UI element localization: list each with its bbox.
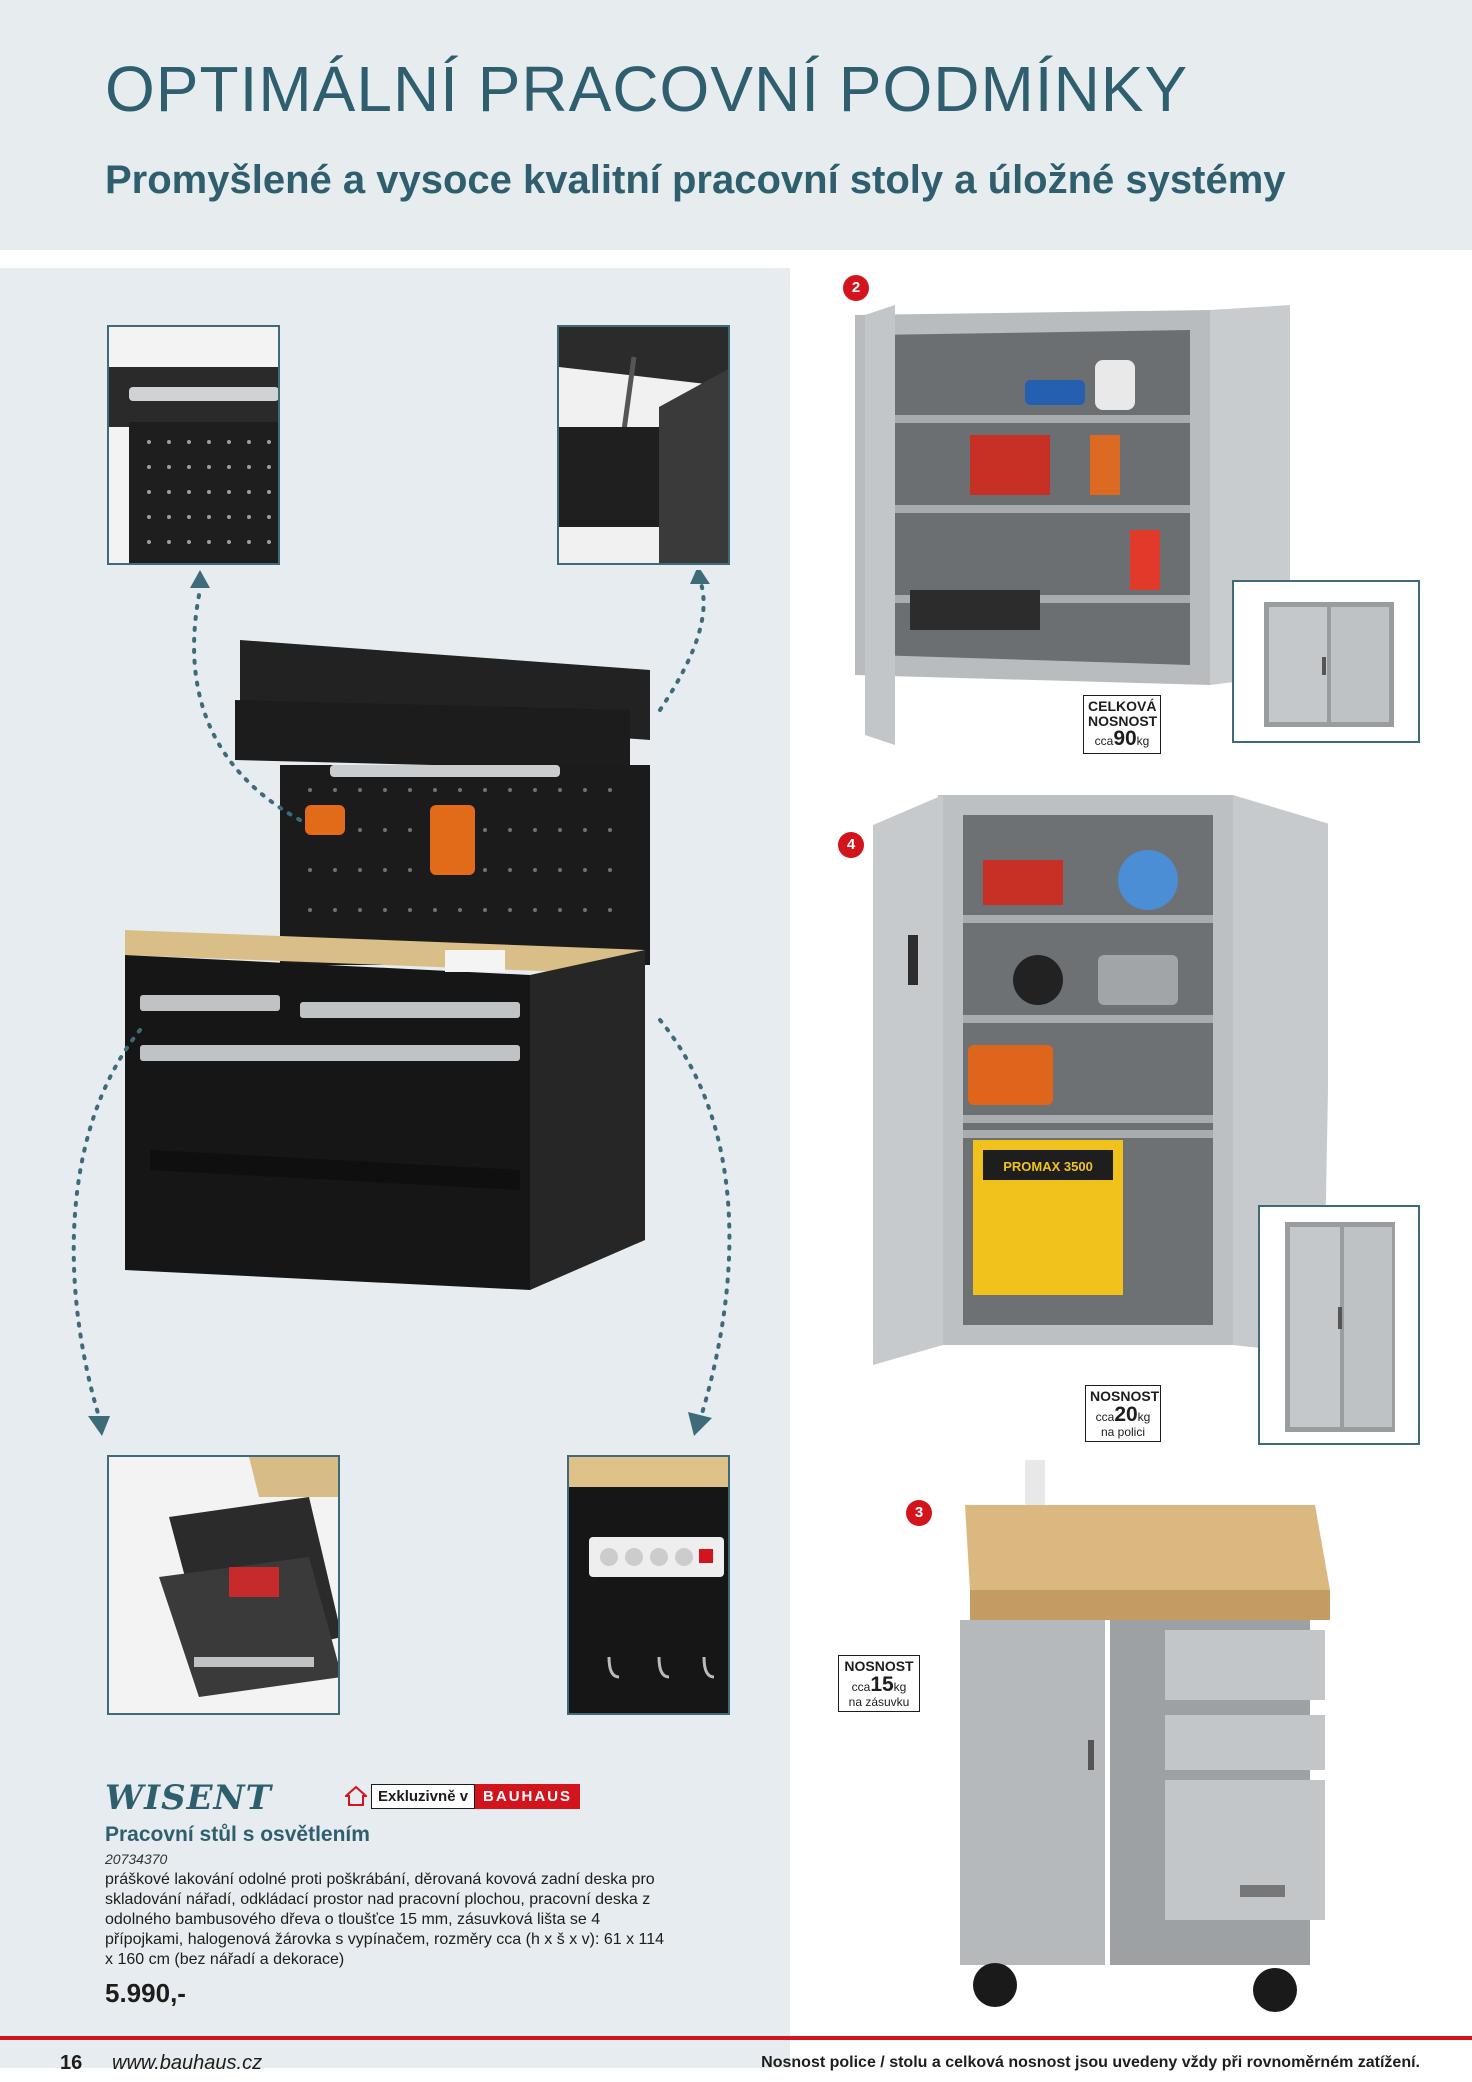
brand-row: WISENT Exkluzivně v BAUHAUS <box>105 1778 625 1818</box>
load-unit: kg <box>893 1679 907 1694</box>
load-label-cabinet-4: NOSNOST cca20kg na polici <box>1085 1385 1161 1443</box>
page-number: 16 <box>60 2052 83 2074</box>
load-prefix: cca <box>851 1679 871 1694</box>
load-label-cart-3: NOSNOST cca15kg na zásuvku <box>838 1655 920 1713</box>
footer-note: Nosnost police / stolu a celková nosnost… <box>761 2054 1420 2071</box>
load-suffix: na zásuvku <box>848 1694 910 1709</box>
exclusive-text: Exkluzivně v <box>371 1783 476 1809</box>
footer-divider <box>0 2036 1472 2040</box>
product-description: práškové lakování odolné proti poškrábán… <box>105 1871 665 1968</box>
load-prefix: cca <box>1095 1409 1115 1424</box>
generator-label: PROMAX 3500 <box>1003 1159 1093 1174</box>
load-value: 20 <box>1114 1402 1138 1426</box>
cabinet-4-photo: PROMAX 3500 <box>868 785 1333 1405</box>
page-title: OPTIMÁLNÍ PRACOVNÍ PODMÍNKY <box>105 53 1189 125</box>
detail-photo-storage-lid <box>557 325 730 565</box>
load-line2: NOSNOST <box>1088 712 1158 729</box>
detail-photo-power-strip <box>567 1455 730 1715</box>
bauhaus-logo: BAUHAUS <box>475 1783 581 1809</box>
product-badge-4: 4 <box>838 832 864 858</box>
load-line1: NOSNOST <box>844 1658 914 1674</box>
wisent-logo: WISENT <box>105 1778 272 1818</box>
product-code: 20734370 <box>105 1851 168 1867</box>
load-line1: NOSNOST <box>1090 1388 1160 1404</box>
detail-photo-drawers <box>107 1455 340 1715</box>
product-badge-3: 3 <box>906 1500 932 1526</box>
page-subtitle: Promyšlené a vysoce kvalitní pracovní st… <box>105 158 1286 202</box>
detail-photo-lamp <box>107 325 280 565</box>
dotted-arrows <box>71 570 732 1436</box>
product-name: Pracovní stůl s osvětlením <box>105 1823 370 1846</box>
footer-url[interactable]: www.bauhaus.cz <box>112 2052 263 2074</box>
load-suffix: na polici <box>1100 1424 1146 1439</box>
load-unit: kg <box>1136 734 1150 749</box>
load-unit: kg <box>1137 1409 1151 1424</box>
product-price: 5.990,- <box>105 1978 186 2008</box>
product-badge-2: 2 <box>843 275 869 301</box>
header-band: OPTIMÁLNÍ PRACOVNÍ PODMÍNKY Promyšlené a… <box>0 0 1472 250</box>
load-value: 15 <box>870 1672 894 1696</box>
cabinet-4-closed-photo <box>1258 1205 1420 1445</box>
load-value: 90 <box>1113 727 1137 751</box>
house-icon <box>343 1785 369 1807</box>
exclusive-badge: Exkluzivně v BAUHAUS <box>343 1782 581 1810</box>
workbench-photo <box>110 590 670 1420</box>
cabinet-2-closed-photo <box>1232 580 1420 743</box>
cart-3-photo <box>950 1460 1360 2020</box>
load-label-cabinet-2: CELKOVÁ NOSNOST cca90kg <box>1083 695 1161 755</box>
cabinet-2-photo <box>850 305 1320 745</box>
load-prefix: cca <box>1094 734 1114 749</box>
load-line1: CELKOVÁ <box>1088 698 1157 714</box>
